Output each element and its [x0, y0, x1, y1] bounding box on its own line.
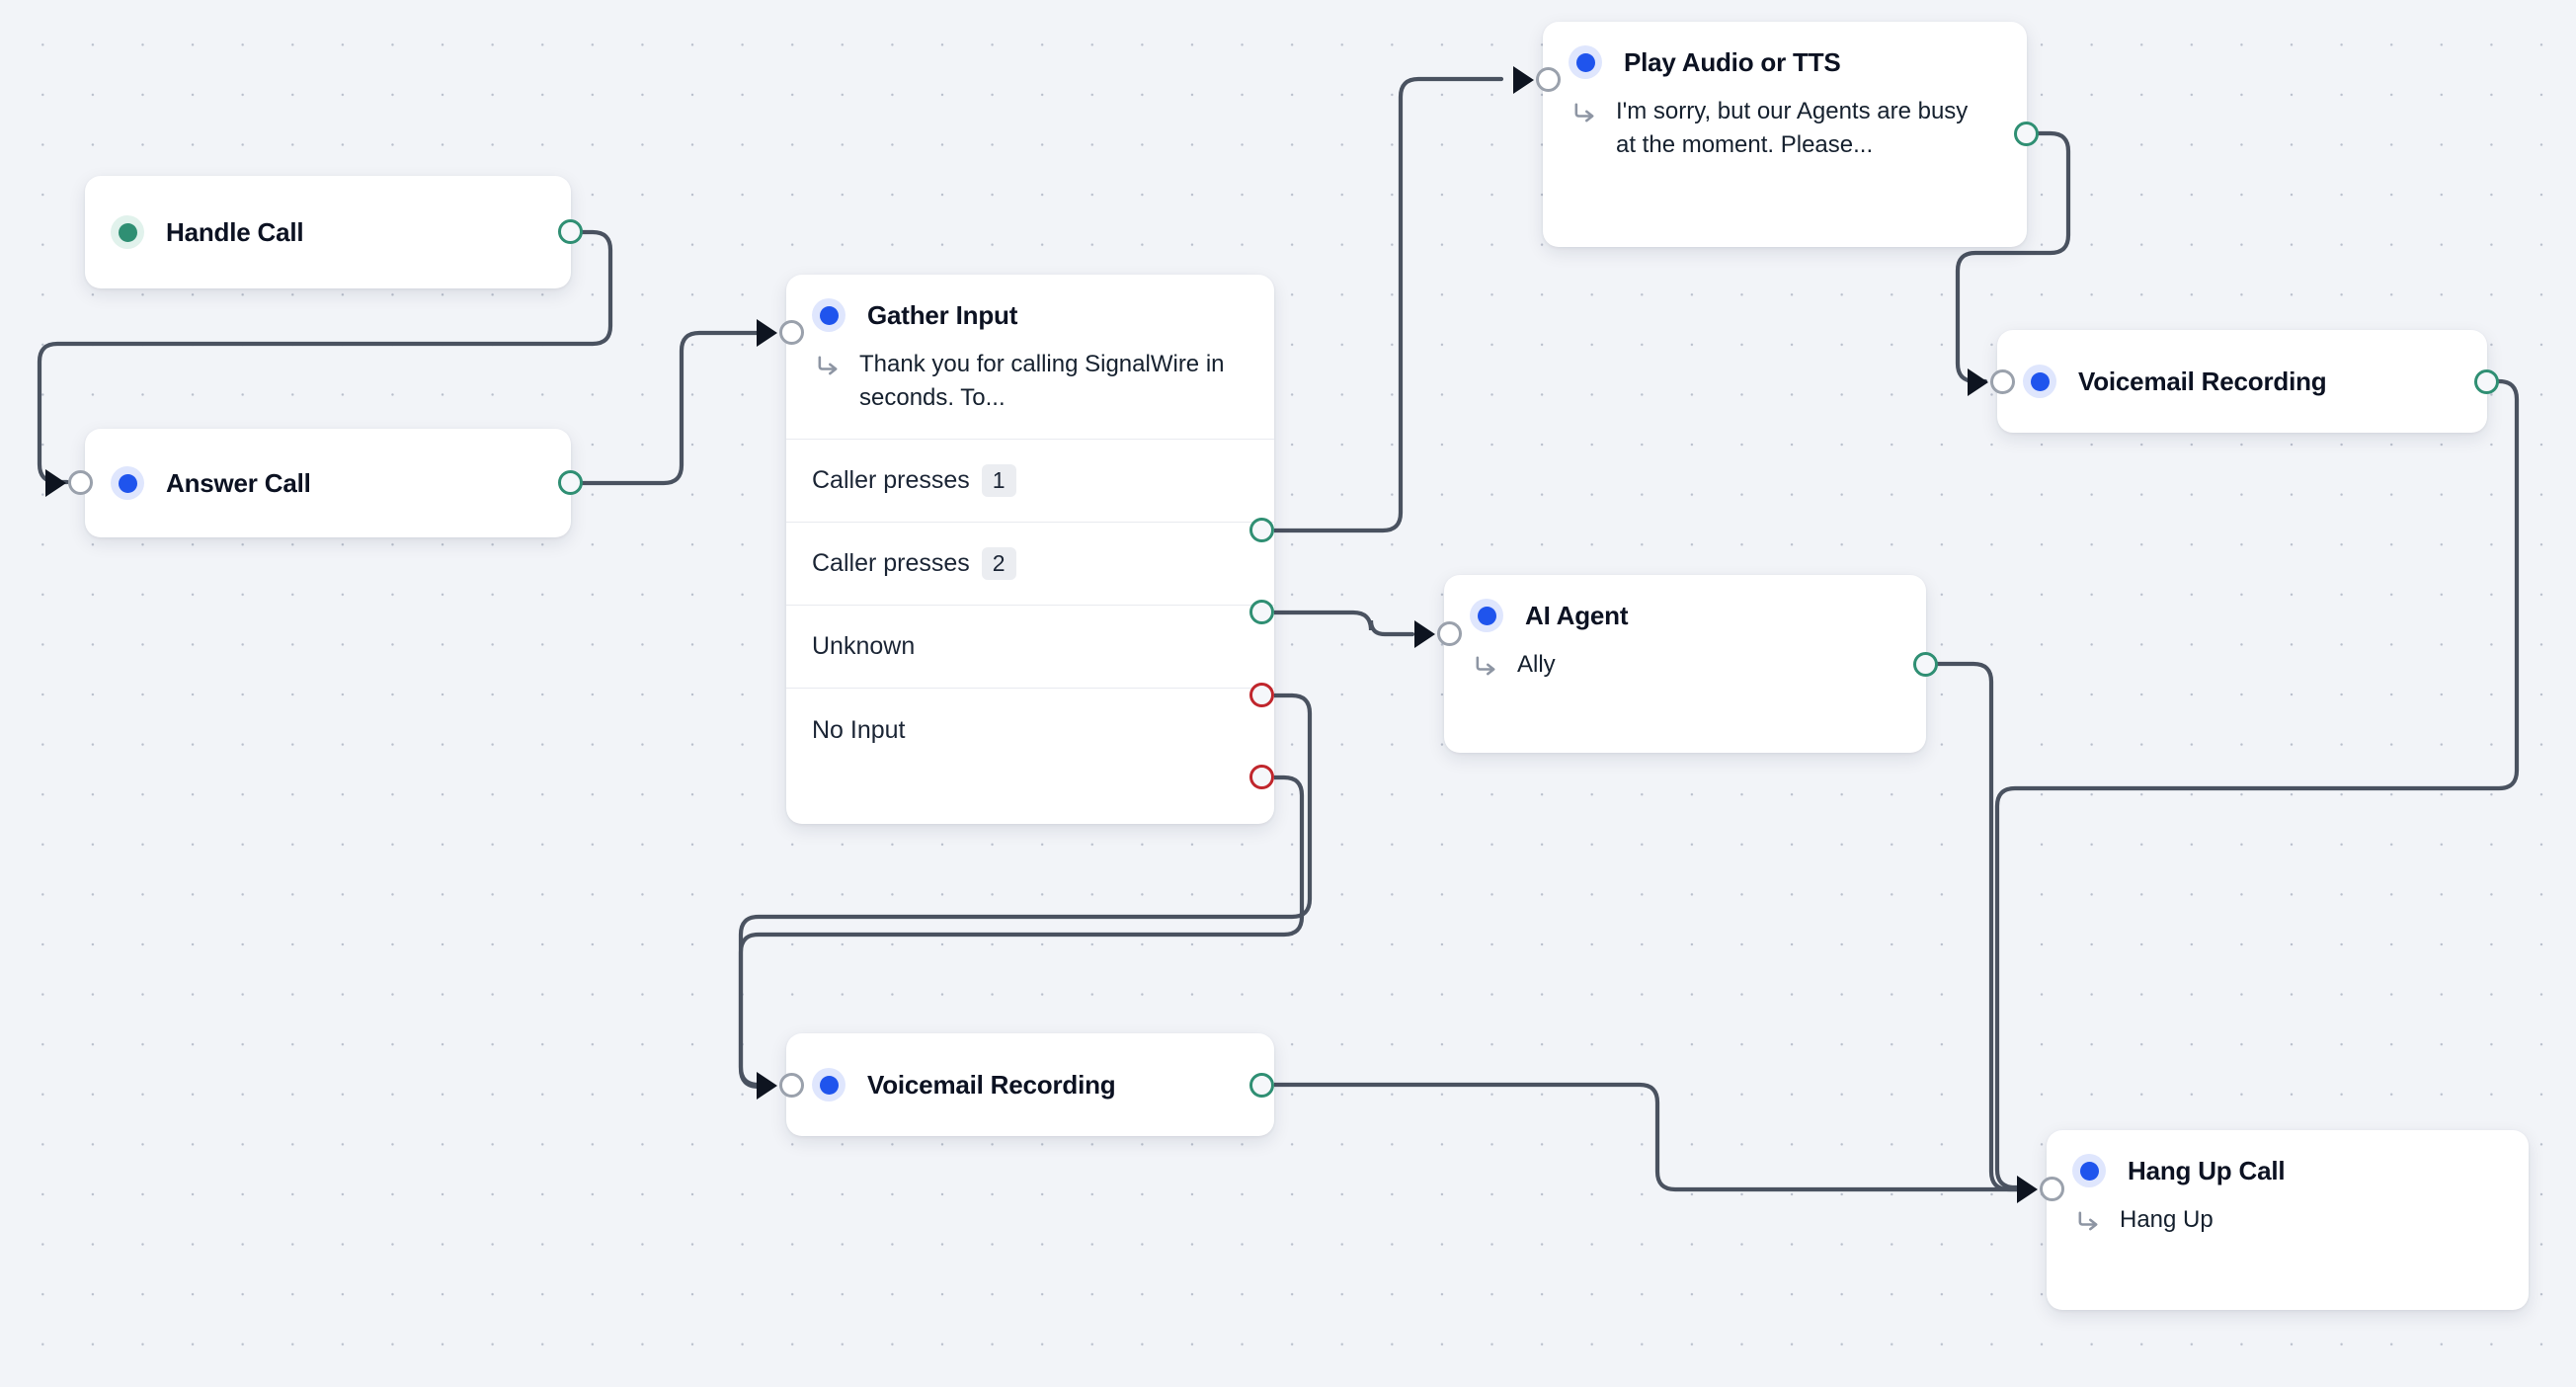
blue-status-dot-icon — [111, 466, 144, 500]
input-arrow-ai-agent — [1414, 620, 1435, 648]
input-arrow-answer-call — [45, 469, 66, 497]
outcome-row-list: Caller presses 1 Caller presses 2 Unknow… — [786, 439, 1274, 772]
node-hang-up-call[interactable]: Hang Up Call Hang Up — [2047, 1130, 2529, 1310]
output-port-voicemail-recording-bottom[interactable] — [1249, 1073, 1274, 1098]
input-arrow-voicemail-recording-bottom — [757, 1072, 777, 1100]
arrow-turn-down-right-icon — [1570, 99, 1598, 162]
green-status-dot-icon — [111, 215, 144, 249]
outcome-badge: 1 — [981, 463, 1016, 498]
input-arrow-voicemail-recording-right — [1968, 368, 1988, 396]
arrow-turn-down-right-icon — [2074, 1207, 2102, 1240]
output-port-ai-agent[interactable] — [1913, 652, 1938, 677]
blue-status-dot-icon — [1470, 599, 1503, 632]
arrow-turn-down-right-icon — [814, 352, 842, 415]
outcome-label: Unknown — [812, 632, 916, 661]
blue-status-dot-icon — [2072, 1154, 2106, 1187]
input-arrow-gather-input — [757, 319, 777, 347]
input-port-voicemail-recording-right[interactable] — [1990, 369, 2015, 394]
outcome-row-no-input[interactable]: No Input — [786, 689, 1274, 772]
input-port-ai-agent[interactable] — [1437, 621, 1462, 646]
outcome-row-unknown[interactable]: Unknown — [786, 606, 1274, 690]
output-port-voicemail-recording-right[interactable] — [2474, 369, 2499, 394]
node-title: Voicemail Recording — [2078, 366, 2327, 396]
output-port-handle-call[interactable] — [558, 219, 583, 244]
outcome-row-caller-presses-1[interactable]: Caller presses 1 — [786, 440, 1274, 524]
output-port-caller-presses-2[interactable] — [1249, 600, 1274, 624]
blue-status-dot-icon — [1569, 45, 1602, 79]
outcome-row-caller-presses-2[interactable]: Caller presses 2 — [786, 523, 1274, 607]
arrow-turn-down-right-icon — [1472, 652, 1499, 685]
input-port-hang-up-call[interactable] — [2040, 1177, 2064, 1201]
outcome-label: Caller presses — [812, 466, 970, 495]
edge-caller-2-to-ai-agent — [1271, 610, 1415, 637]
input-arrow-hang-up-call — [2017, 1176, 2038, 1203]
node-title: Play Audio or TTS — [1624, 46, 1841, 77]
outcome-label: Caller presses — [812, 549, 970, 578]
node-voicemail-recording-right[interactable]: Voicemail Recording — [1997, 330, 2487, 433]
node-voicemail-recording-bottom[interactable]: Voicemail Recording — [786, 1033, 1274, 1136]
node-handle-call[interactable]: Handle Call — [85, 176, 571, 288]
edge-ai-agent-to-hang-up — [1923, 661, 2034, 1192]
outcome-badge: 2 — [981, 546, 1016, 581]
output-port-answer-call[interactable] — [558, 470, 583, 495]
node-subtitle: Hang Up — [2120, 1206, 2214, 1233]
node-title: Voicemail Recording — [867, 1069, 1116, 1100]
input-port-voicemail-recording-bottom[interactable] — [779, 1073, 804, 1098]
output-port-unknown[interactable] — [1249, 683, 1274, 707]
input-arrow-play-audio-or-tts — [1513, 66, 1534, 94]
output-port-play-audio-or-tts[interactable] — [2014, 122, 2039, 146]
node-gather-input[interactable]: Gather Input Thank you for calling Signa… — [786, 275, 1274, 824]
node-title: Handle Call — [166, 216, 304, 247]
output-port-no-input[interactable] — [1249, 765, 1274, 789]
node-ai-agent[interactable]: AI Agent Ally — [1444, 575, 1926, 753]
input-port-answer-call[interactable] — [68, 470, 93, 495]
node-title: AI Agent — [1525, 600, 1629, 630]
edge-caller-1-to-play-audio — [1271, 76, 1504, 533]
node-title: Answer Call — [166, 467, 311, 498]
blue-status-dot-icon — [2023, 365, 2056, 398]
node-title: Gather Input — [867, 299, 1018, 330]
edge-voicemail-bottom-to-hang-up — [1271, 1082, 2034, 1192]
blue-status-dot-icon — [812, 298, 845, 332]
node-subtitle: I'm sorry, but our Agents are busy at th… — [1616, 98, 1969, 159]
node-answer-call[interactable]: Answer Call — [85, 429, 571, 537]
input-port-gather-input[interactable] — [779, 320, 804, 345]
node-title: Hang Up Call — [2128, 1155, 2286, 1185]
node-play-audio-or-tts[interactable]: Play Audio or TTS I'm sorry, but our Age… — [1543, 22, 2027, 247]
input-port-play-audio-or-tts[interactable] — [1536, 67, 1561, 92]
output-port-caller-presses-1[interactable] — [1249, 518, 1274, 542]
edge-voicemail-right-to-hang-up — [1994, 378, 2520, 1190]
blue-status-dot-icon — [812, 1068, 845, 1101]
node-subtitle: Thank you for calling SignalWire in seco… — [859, 351, 1225, 412]
edge-answer-call-to-gather-input — [568, 330, 764, 486]
outcome-label: No Input — [812, 715, 906, 744]
node-subtitle: Ally — [1517, 651, 1556, 678]
